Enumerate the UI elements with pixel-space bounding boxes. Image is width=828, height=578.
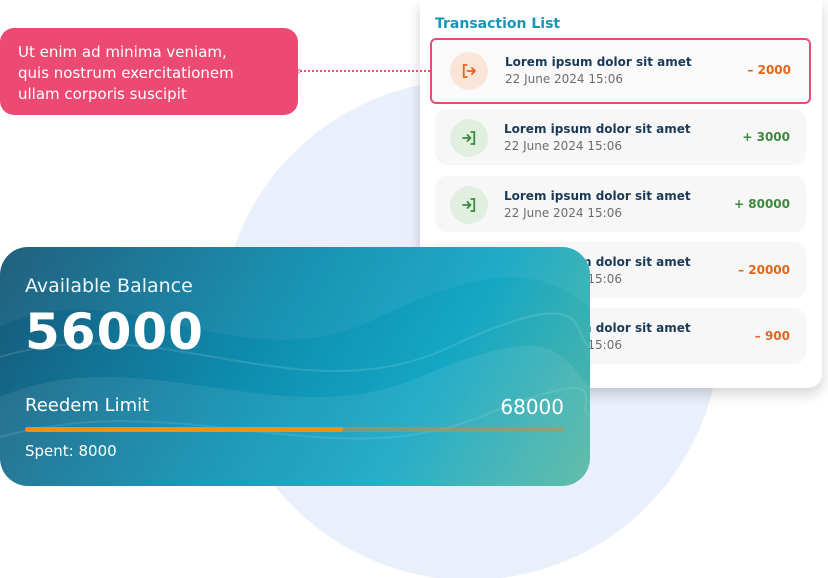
callout-connector	[300, 70, 430, 72]
wave-decoration	[0, 247, 590, 486]
transaction-amount: + 80000	[734, 197, 790, 211]
limit-value: 68000	[500, 395, 564, 419]
transaction-list-title: Transaction List	[435, 16, 561, 32]
limit-label: Reedem Limit	[25, 395, 150, 416]
callout-bubble: Ut enim ad minima veniam, quis nostrum e…	[0, 28, 298, 115]
transaction-name: Lorem ipsum dolor sit amet	[505, 55, 692, 69]
balance-label: Available Balance	[25, 275, 193, 297]
login-icon	[450, 119, 488, 157]
transaction-date: 22 June 2024 15:06	[504, 206, 622, 220]
transaction-name: Lorem ipsum dolor sit amet	[504, 189, 691, 203]
transaction-amount: + 3000	[742, 130, 790, 144]
transaction-date: 22 June 2024 15:06	[504, 139, 622, 153]
callout-line: quis nostrum exercitationem	[18, 64, 234, 82]
connector-arrow-icon: ‹	[296, 64, 301, 78]
transaction-name: Lorem ipsum dolor sit amet	[504, 122, 691, 136]
transaction-amount: – 2000	[747, 63, 791, 77]
transaction-amount: – 900	[754, 329, 790, 343]
logout-icon	[450, 52, 488, 90]
callout-line: Ut enim ad minima veniam,	[18, 43, 227, 61]
limit-progress-fill	[25, 427, 343, 432]
login-icon	[450, 186, 488, 224]
spent-label: Spent: 8000	[25, 442, 117, 460]
transaction-amount: – 20000	[738, 263, 790, 277]
transaction-item[interactable]: Lorem ipsum dolor sit amet 22 June 2024 …	[435, 109, 806, 165]
callout-line: ullam corporis suscipit	[18, 85, 187, 103]
balance-card: Available Balance 56000 Reedem Limit 680…	[0, 247, 590, 486]
transaction-item[interactable]: Lorem ipsum dolor sit amet 22 June 2024 …	[430, 38, 811, 104]
balance-value: 56000	[25, 303, 204, 361]
limit-progress-bar	[25, 427, 564, 432]
transaction-item[interactable]: Lorem ipsum dolor sit amet 22 June 2024 …	[435, 176, 806, 232]
transaction-date: 22 June 2024 15:06	[505, 72, 623, 86]
